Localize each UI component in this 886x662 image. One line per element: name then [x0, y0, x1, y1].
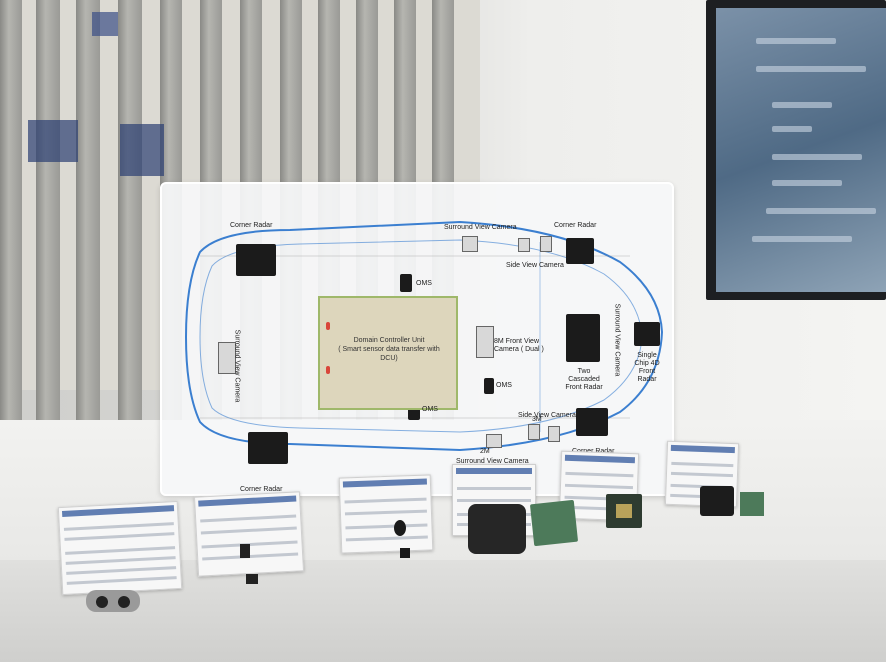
label-oms: OMS	[496, 382, 512, 389]
side-camera	[548, 426, 560, 442]
monitor-screen	[716, 8, 886, 292]
dcu-connector	[326, 366, 330, 374]
label-cascaded-radar: Two Cascaded Front Radar	[565, 368, 603, 391]
label-2m: 2M	[480, 448, 490, 455]
corner-radar-module	[576, 408, 608, 436]
pcb-chip	[616, 504, 632, 518]
label-single-chip-radar: Single Chip 4D Front Radar	[634, 352, 660, 383]
radar-pcb-product	[529, 499, 579, 547]
camera-module-product	[240, 544, 250, 558]
radar-product	[700, 486, 734, 516]
stereo-camera-product	[86, 590, 140, 612]
side-camera	[540, 236, 552, 252]
label-front-view-camera: 8M Front View Camera ( Dual )	[494, 338, 544, 353]
camera-lens	[118, 596, 130, 608]
label-side-view-camera: Side View Camera	[506, 262, 564, 269]
corner-radar-module	[248, 432, 288, 464]
wall-poster	[92, 12, 118, 36]
label-3m: 3M	[532, 416, 542, 423]
single-chip-radar-module	[634, 322, 660, 346]
oms-camera	[484, 378, 494, 394]
label-surround-camera: Surround View Camera	[456, 458, 529, 465]
wall-slat	[36, 0, 60, 440]
label-corner-radar: Corner Radar	[240, 486, 283, 493]
product-info-card	[57, 500, 183, 596]
wall-slat	[76, 0, 100, 440]
dcu-label: Domain Controller Unit ( Smart sensor da…	[330, 336, 448, 363]
dcu-subtitle: ( Smart sensor data transfer with DCU)	[338, 346, 440, 362]
surround-camera	[462, 236, 478, 252]
camera-lens	[96, 596, 108, 608]
surround-camera	[218, 342, 236, 374]
product-info-card	[338, 474, 434, 554]
label-oms: OMS	[422, 406, 438, 413]
corner-radar-module	[236, 244, 276, 276]
corner-radar-module	[566, 238, 594, 264]
product-info-card	[193, 491, 305, 577]
oms-camera	[400, 274, 412, 292]
label-side-view-camera: Side View Camera	[518, 412, 576, 419]
side-camera	[528, 424, 540, 440]
label-surround-camera: Surround View Camera	[233, 329, 241, 403]
camera-module-product	[400, 548, 410, 558]
label-surround-camera: Surround View Camera	[444, 224, 517, 231]
label-corner-radar: Corner Radar	[554, 222, 597, 229]
domain-controller-unit	[318, 296, 458, 410]
label-surround-camera: Surround View Camera	[613, 303, 621, 377]
label-corner-radar: Corner Radar	[230, 222, 273, 229]
front-view-camera	[476, 326, 494, 358]
dcu-connector	[326, 322, 330, 330]
wall-poster	[120, 124, 164, 176]
surround-camera	[486, 434, 502, 448]
wall-poster	[28, 120, 78, 162]
label-oms: OMS	[416, 280, 432, 287]
wall-slat	[118, 0, 142, 440]
camera-module-product	[246, 574, 258, 584]
side-camera	[518, 238, 530, 252]
dcu-title: Domain Controller Unit	[353, 337, 425, 344]
cascaded-radar-module	[566, 314, 600, 362]
wall-slat	[0, 0, 22, 440]
radar-pcb-product	[740, 492, 764, 516]
radar-product	[468, 504, 526, 554]
camera-module-product	[394, 520, 406, 536]
